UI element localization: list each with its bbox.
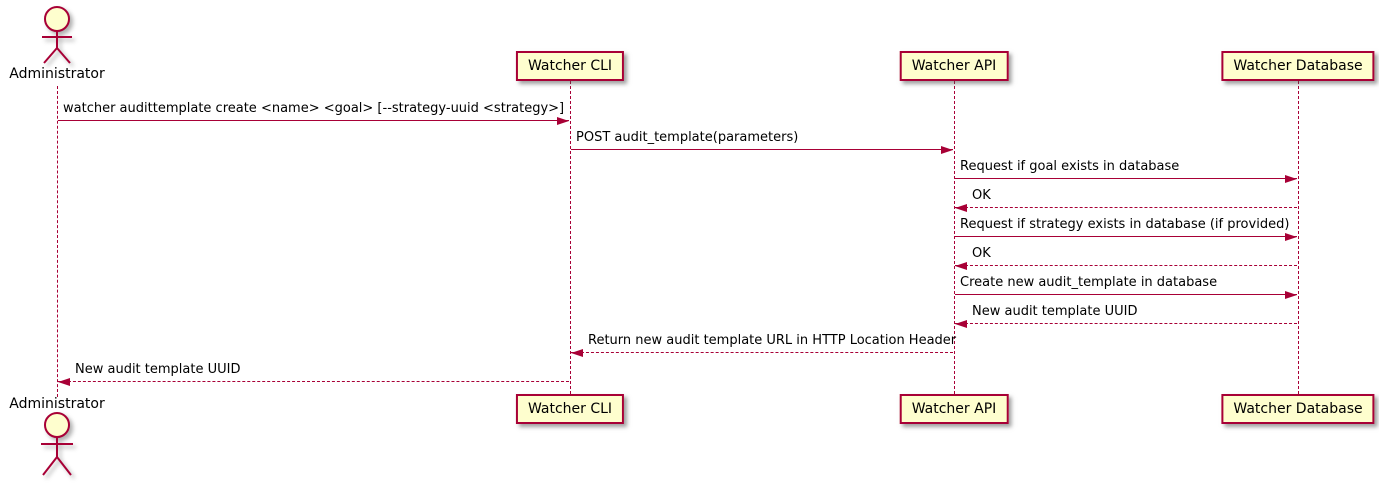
arrowhead-icon <box>1285 175 1297 183</box>
lifeline-administrator <box>57 86 58 397</box>
arrowhead-icon <box>941 146 953 154</box>
participant-box-watcher-cli-top: Watcher CLI <box>515 51 625 81</box>
arrowhead-icon <box>955 204 967 212</box>
message-label: watcher audittemplate create <name> <goa… <box>63 101 565 116</box>
message-line <box>955 294 1297 295</box>
arrowhead-icon <box>1285 291 1297 299</box>
arrowhead-icon <box>571 349 583 357</box>
arrowhead-icon <box>955 320 967 328</box>
message-line <box>955 178 1297 179</box>
arrowhead-icon <box>557 117 569 125</box>
lifeline-watcher-database <box>1298 81 1299 394</box>
message-line <box>58 120 569 121</box>
arrowhead-icon <box>1285 233 1297 241</box>
message-label: Return new audit template URL in HTTP Lo… <box>588 333 957 348</box>
arrowhead-icon <box>58 378 70 386</box>
message-label: Request if strategy exists in database (… <box>960 217 1290 232</box>
actor-icon <box>41 412 73 476</box>
participant-box-watcher-api-bottom: Watcher API <box>899 394 1009 424</box>
message-label: OK <box>972 246 991 261</box>
message-line <box>571 352 953 353</box>
message-line <box>58 381 569 382</box>
actor-icon <box>42 6 72 64</box>
message-line <box>571 149 953 150</box>
actor-label-top: Administrator <box>9 66 105 82</box>
participant-box-watcher-cli-bottom: Watcher CLI <box>515 394 625 424</box>
message-line <box>955 323 1297 324</box>
message-line <box>955 236 1297 237</box>
participant-box-watcher-database-bottom: Watcher Database <box>1221 394 1375 424</box>
message-label: OK <box>972 188 991 203</box>
participant-box-watcher-api-top: Watcher API <box>899 51 1009 81</box>
message-label: New audit template UUID <box>972 304 1138 319</box>
message-label: POST audit_template(parameters) <box>576 130 799 145</box>
message-label: Create new audit_template in database <box>960 275 1218 290</box>
participant-box-watcher-database-top: Watcher Database <box>1221 51 1375 81</box>
message-line <box>955 265 1297 266</box>
actor-label-bottom: Administrator <box>9 396 105 412</box>
arrowhead-icon <box>955 262 967 270</box>
message-line <box>955 207 1297 208</box>
lifeline-watcher-cli <box>570 81 571 394</box>
lifeline-watcher-api <box>954 81 955 394</box>
message-label: Request if goal exists in database <box>960 159 1180 174</box>
message-label: New audit template UUID <box>75 362 241 377</box>
